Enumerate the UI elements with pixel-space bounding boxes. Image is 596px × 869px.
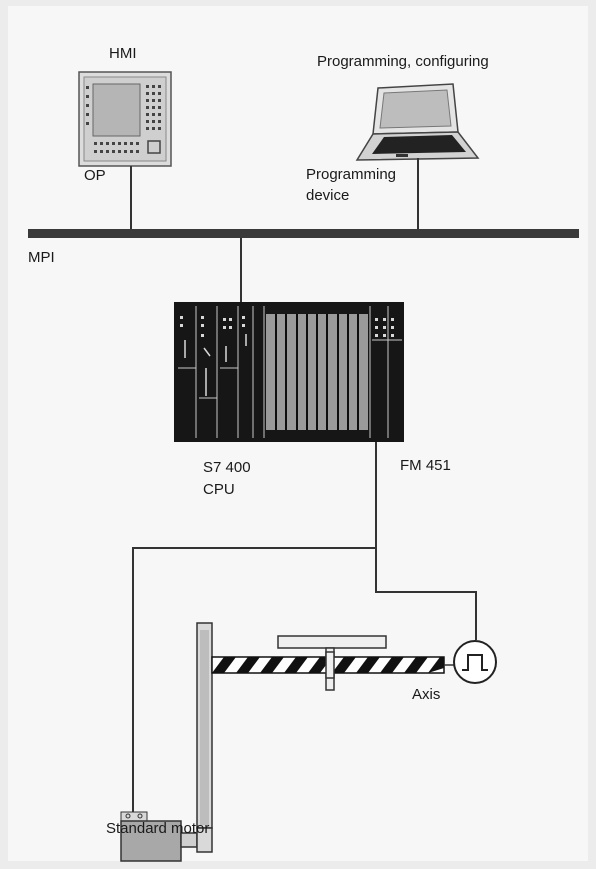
cpu-label: CPU — [203, 481, 235, 498]
hmi-label: HMI — [109, 45, 137, 62]
s7-400-rack — [174, 302, 404, 442]
op-label: OP — [84, 167, 106, 184]
programming-device-label-line2: device — [306, 187, 350, 204]
fm451-label: FM 451 — [400, 457, 451, 474]
mpi-label: MPI — [28, 249, 55, 266]
laptop-icon — [355, 83, 480, 161]
programming-configuring-label: Programming, configuring — [317, 53, 489, 70]
programming-device-label-line1: Programming — [306, 166, 397, 183]
motor-icon — [120, 811, 213, 862]
axis-label: Axis — [412, 686, 441, 703]
operator-panel-icon — [78, 71, 172, 167]
s7-400-label: S7 400 — [203, 459, 251, 476]
motor-cable — [132, 442, 377, 812]
axis-assembly — [196, 622, 454, 829]
encoder-icon — [453, 640, 497, 684]
mpi-bus — [28, 229, 579, 238]
standard-motor-label: Standard motor — [106, 820, 210, 837]
encoder-cable — [375, 548, 477, 640]
